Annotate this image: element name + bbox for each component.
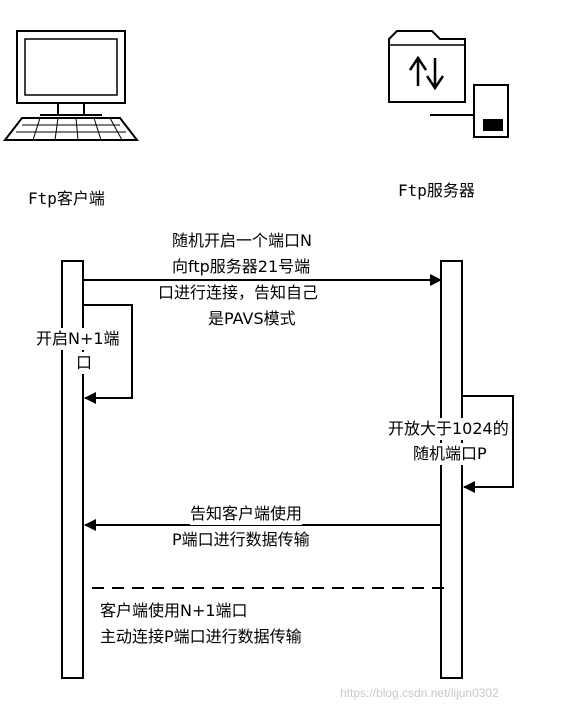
message-server-to-client-line-2: P端口进行数据传输 [172, 529, 310, 551]
message-client-to-server-line-3: 口进行连接，告知自己 [158, 282, 319, 304]
message-client-self-line-2: 口 [76, 352, 93, 374]
message-server-self-line-2: 随机端口P [413, 443, 487, 465]
arrow-client-self-loop [83, 304, 133, 404]
message-client-to-server-line-4: 是PAVS模式 [208, 308, 296, 330]
desktop-computer-icon [2, 30, 140, 141]
client-lifeline [61, 260, 84, 679]
server-lifeline [440, 260, 463, 679]
message-data-connection-line-1: 客户端使用N+1端口 [100, 601, 248, 620]
client-label: Ftp客户端 [28, 189, 105, 208]
arrow-server-self-loop [462, 395, 514, 493]
message-server-to-client-line-1: 告知客户端使用 [190, 503, 303, 525]
message-data-connection-line-2: 主动连接P端口进行数据传输 [100, 627, 302, 646]
server-label: Ftp服务器 [398, 181, 475, 200]
message-client-to-server-line-2: 向ftp服务器21号端 [172, 256, 311, 278]
message-client-self-line-1: 开启N+1端 [36, 328, 120, 350]
message-server-self-line-1: 开放大于1024的 [388, 418, 509, 440]
watermark: https://blog.csdn.net/lijun0302 [340, 686, 499, 700]
message-client-to-server-line-1: 随机开启一个端口N [172, 230, 312, 252]
file-server-icon [388, 30, 509, 138]
